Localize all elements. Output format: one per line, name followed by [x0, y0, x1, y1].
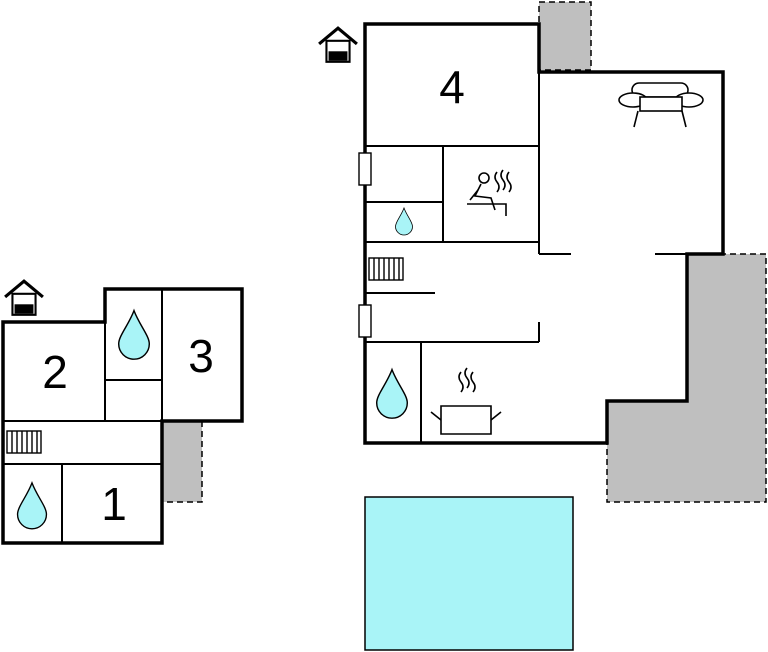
entrance-icon: [3, 279, 45, 317]
sauna-icon: [467, 169, 512, 216]
window-icon: [358, 304, 372, 338]
left-terrace: [161, 420, 203, 503]
room-4-label: 4: [439, 61, 465, 113]
left-outer-wall: [1, 287, 244, 545]
left-building: 2 3 1: [1, 279, 244, 545]
kitchen-pot-icon: [430, 367, 502, 435]
stairs-icon: [368, 257, 404, 281]
right-top-terrace: [538, 1, 592, 71]
window-icon: [358, 152, 372, 186]
left-inner-walls: [3, 289, 163, 543]
entrance-icon: [317, 26, 359, 64]
room-2-label: 2: [42, 346, 68, 398]
bathroom-drop-icon: [375, 368, 409, 419]
right-inner-walls: [365, 72, 687, 443]
right-building: 4: [317, 1, 767, 503]
sofa-icon: [618, 82, 704, 128]
room-3-label: 3: [188, 330, 214, 382]
bathroom-drop-icon: [395, 207, 413, 236]
bathroom-drop-icon: [117, 309, 151, 360]
swimming-pool: [364, 496, 574, 651]
bathroom-drop-icon: [16, 482, 48, 530]
room-1-label: 1: [101, 478, 127, 530]
stairs-icon: [6, 430, 42, 454]
